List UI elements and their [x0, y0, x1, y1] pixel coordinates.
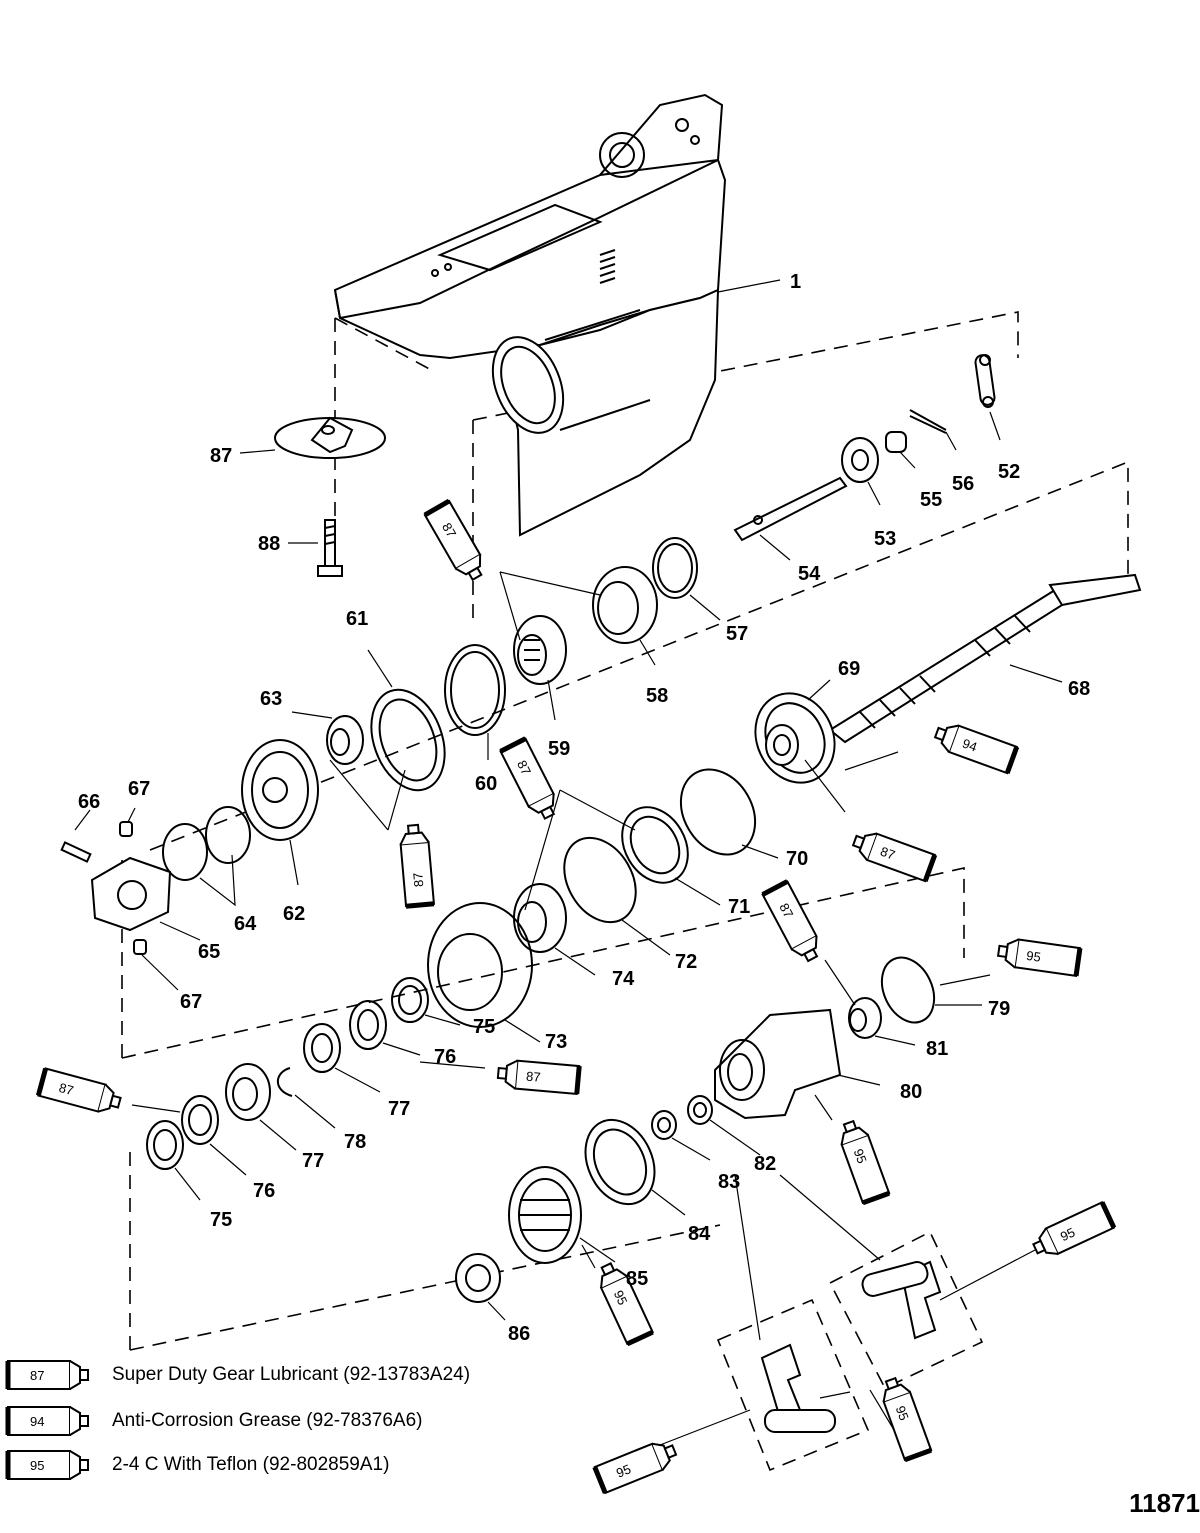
tube-95-d: 95	[1030, 1202, 1114, 1261]
tube-95-f: 95	[595, 1437, 680, 1493]
tube-label: 87	[410, 872, 426, 888]
tube-label: 87	[439, 520, 459, 540]
figure-number: 11871	[1129, 1488, 1200, 1518]
gear-housing-drawing	[333, 93, 781, 537]
tube-87-e: 87	[763, 881, 825, 965]
callout-54: 54	[798, 563, 821, 585]
tube-label: 95	[893, 1404, 912, 1423]
tube-label: 87	[776, 901, 796, 921]
callout-76-b: 76	[253, 1180, 275, 1202]
tube-94: 94	[932, 719, 1017, 773]
tube-87-b: 87	[501, 739, 562, 823]
callout-62: 62	[283, 903, 305, 925]
callout-53: 53	[874, 528, 896, 550]
tube-label: 87	[57, 1080, 75, 1098]
callout-75-b: 75	[210, 1209, 232, 1231]
callout-76-a: 76	[434, 1046, 456, 1068]
seal-install-tools	[659, 1174, 1036, 1446]
legend-row-95: 95 2-4 C With Teflon (92-802859A1)	[4, 1448, 389, 1482]
tube-87-g: 87	[38, 1068, 123, 1116]
forward-bearing-stack	[291, 537, 721, 792]
tube-95-b: 95	[835, 1118, 889, 1203]
tube-95-a: 95	[997, 937, 1080, 976]
tube-label: 95	[1058, 1225, 1077, 1245]
callout-86: 86	[508, 1323, 530, 1345]
callout-69: 69	[838, 658, 860, 680]
callout-64: 64	[234, 913, 257, 935]
callout-80: 80	[900, 1081, 922, 1103]
tube-87-a: 87	[425, 501, 489, 584]
tube-87-d: 87	[850, 827, 935, 881]
callout-77-b: 77	[302, 1150, 324, 1172]
callout-68: 68	[1068, 678, 1090, 700]
callout-labels: 1 52 53 54 55 56 57 58 59 60 61 62 63 64…	[78, 271, 1090, 1345]
tube-icon-94: 94	[4, 1406, 96, 1436]
tube-87-c: 87	[399, 824, 434, 906]
callout-70: 70	[786, 848, 808, 870]
callout-84: 84	[688, 1223, 711, 1245]
tube-label: 87	[514, 758, 534, 778]
tube-icon-87: 87	[4, 1360, 96, 1390]
callout-87: 87	[210, 445, 232, 467]
bearing-carrier-stack	[146, 768, 982, 1321]
tube-label: 95	[1025, 948, 1041, 965]
callout-61: 61	[346, 608, 368, 630]
callout-73: 73	[545, 1031, 567, 1053]
forward-gear-clutch	[60, 739, 319, 991]
tube-icon-95: 95	[4, 1450, 96, 1480]
callout-59: 59	[548, 738, 570, 760]
legend-text-95: 2-4 C With Teflon (92-802859A1)	[112, 1454, 390, 1475]
callout-65: 65	[198, 941, 220, 963]
legend-text-87: Super Duty Gear Lubricant (92-13783A24)	[112, 1364, 471, 1385]
callout-85: 85	[626, 1268, 648, 1290]
callout-58: 58	[646, 685, 668, 707]
callout-52: 52	[998, 461, 1020, 483]
callout-60: 60	[475, 773, 497, 795]
callout-66: 66	[78, 791, 100, 813]
tube-label: 95	[611, 1288, 631, 1307]
callout-67-a: 67	[128, 778, 150, 800]
callout-72: 72	[675, 951, 697, 973]
callout-81: 81	[926, 1038, 948, 1060]
callout-83: 83	[718, 1171, 740, 1193]
callout-57: 57	[726, 623, 748, 645]
callout-1: 1	[790, 271, 801, 293]
legend-row-87: 87 Super Duty Gear Lubricant (92-13783A2…	[4, 1358, 470, 1392]
callout-88: 88	[258, 533, 280, 555]
callout-63: 63	[260, 688, 282, 710]
tube-label: 95	[851, 1147, 870, 1166]
shift-parts	[733, 354, 1001, 561]
callout-67-b: 67	[180, 991, 202, 1013]
legend-row-94: 94 Anti-Corrosion Grease (92-78376A6)	[4, 1404, 423, 1438]
tube-87-f: 87	[497, 1059, 579, 1094]
tube-95-c: 95	[594, 1260, 653, 1344]
callout-82: 82	[754, 1153, 776, 1175]
callout-77-a: 77	[388, 1098, 410, 1120]
legend-text-94: Anti-Corrosion Grease (92-78376A6)	[112, 1410, 423, 1431]
callout-74: 74	[612, 968, 635, 990]
callout-79: 79	[988, 998, 1010, 1020]
tube-label: 95	[614, 1461, 633, 1480]
legend-code: 94	[30, 1414, 44, 1429]
callout-78: 78	[344, 1131, 366, 1153]
tube-label: 87	[526, 1068, 542, 1084]
callout-55: 55	[920, 489, 942, 511]
callout-71: 71	[728, 896, 750, 918]
legend-code: 95	[30, 1458, 44, 1473]
callout-56: 56	[952, 473, 974, 495]
tube-label: 87	[878, 844, 897, 863]
anode-and-bolt	[239, 416, 386, 577]
tube-label: 94	[960, 736, 979, 755]
callout-75-a: 75	[473, 1016, 495, 1038]
tube-leaders	[131, 571, 991, 1269]
legend-code: 87	[30, 1368, 44, 1383]
propeller-shaft-drawing	[754, 573, 1142, 784]
tube-95-e: 95	[877, 1375, 931, 1460]
